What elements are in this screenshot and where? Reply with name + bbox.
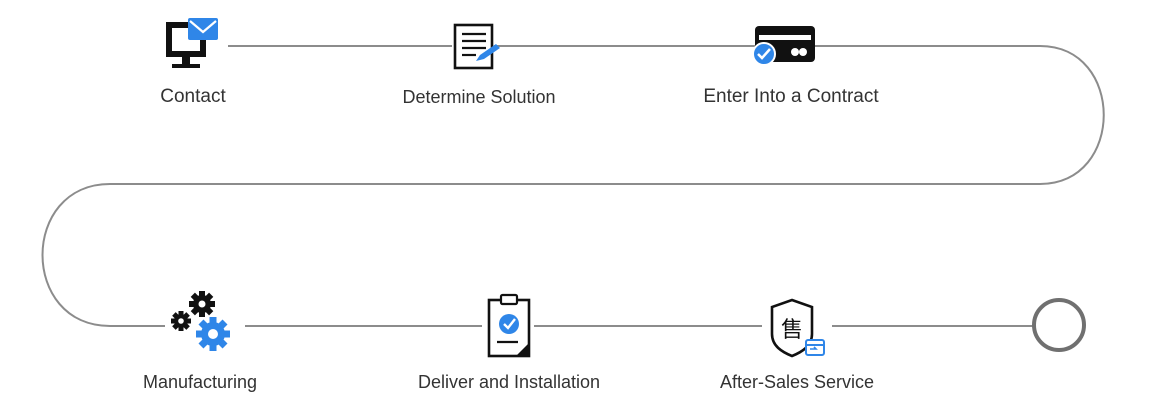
document-pen-icon (452, 22, 500, 70)
credit-card-check-icon (752, 26, 815, 66)
step-label-contact: Contact (160, 86, 226, 107)
shield-service-icon: 售 (762, 296, 832, 362)
step-label-enter-into-a-contract: Enter Into a Contract (703, 86, 879, 107)
clipboard-check-icon (482, 292, 534, 362)
gears-icon (165, 290, 245, 360)
shield-service-glyph: 售 (781, 318, 803, 343)
step-label-after-sales-service: After-Sales Service (719, 372, 875, 392)
end-circle (1032, 298, 1086, 352)
step-label-determine-solution: Determine Solution (402, 87, 556, 107)
step-label-deliver-and-installation: Deliver and Installation (417, 372, 601, 392)
computer-mail-icon (166, 18, 218, 68)
step-label-manufacturing: Manufacturing (142, 372, 258, 392)
flow-connector-path (41, 45, 1105, 327)
